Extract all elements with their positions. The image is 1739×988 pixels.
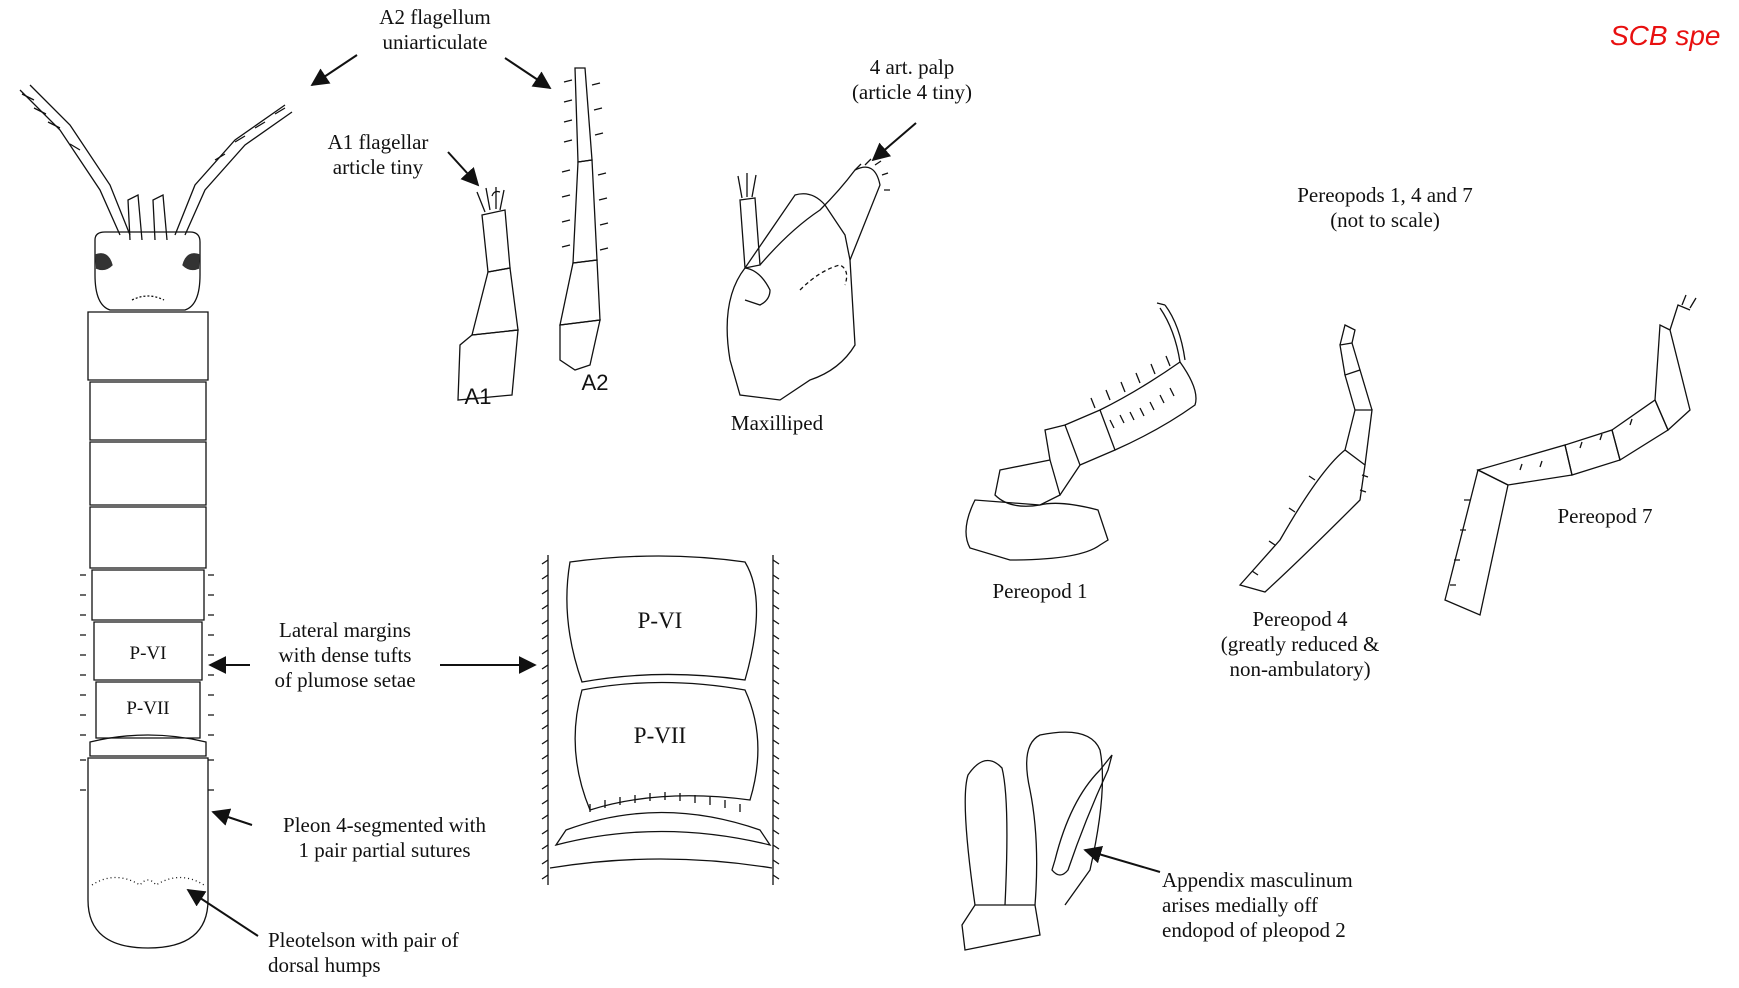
corner-title: SCB spe (1610, 20, 1721, 52)
arrow-a1 (448, 152, 478, 185)
label-maxilliped: Maxilliped (712, 411, 842, 436)
label-a1-flagellar: A1 flagellar article tiny (308, 130, 448, 180)
label-a2-flagellum: A2 flagellum uniarticulate (360, 5, 510, 55)
arrow-pleon (213, 812, 252, 825)
label-pereopod-7: Pereopod 7 (1540, 504, 1670, 529)
arrow-appendix (1085, 850, 1160, 872)
label-lateral-margins: Lateral margins with dense tufts of plum… (250, 618, 440, 693)
label-palp: 4 art. palp (article 4 tiny) (832, 55, 992, 105)
arrow-palp (873, 123, 916, 160)
label-a1: A1 (458, 384, 498, 409)
label-pleon: Pleon 4-segmented with 1 pair partial su… (252, 813, 517, 863)
label-pereopod-4: Pereopod 4 (greatly reduced & non-ambula… (1190, 607, 1410, 682)
label-pereopod-1: Pereopod 1 (975, 579, 1105, 604)
label-body-p-vii: P-VII (94, 698, 202, 720)
arrow-a2-right (505, 58, 550, 88)
leader-arrows (188, 55, 1160, 936)
pleopod-2-drawing (962, 732, 1112, 950)
pereopod-4-drawing (1240, 325, 1372, 592)
antenna-1-drawing (458, 187, 518, 400)
label-inset-p-vi: P-VI (600, 608, 720, 634)
label-pereopods-title: Pereopods 1, 4 and 7 (not to scale) (1260, 183, 1510, 233)
label-pleotelson: Pleotelson with pair of dorsal humps (268, 928, 518, 978)
label-body-p-vi: P-VI (92, 643, 204, 665)
label-a2: A2 (575, 370, 615, 395)
pereopod-1-drawing (966, 303, 1196, 560)
label-inset-p-vii: P-VII (600, 723, 720, 749)
pereonite-inset-drawing (542, 555, 779, 885)
pereopod-7-drawing (1445, 295, 1696, 615)
arrow-pleotelson (188, 890, 258, 936)
arrow-a2-left (312, 55, 357, 85)
maxilliped-drawing (727, 159, 890, 400)
label-appendix-masculinum: Appendix masculinum arises medially off … (1162, 868, 1412, 943)
antenna-2-drawing (560, 68, 608, 370)
